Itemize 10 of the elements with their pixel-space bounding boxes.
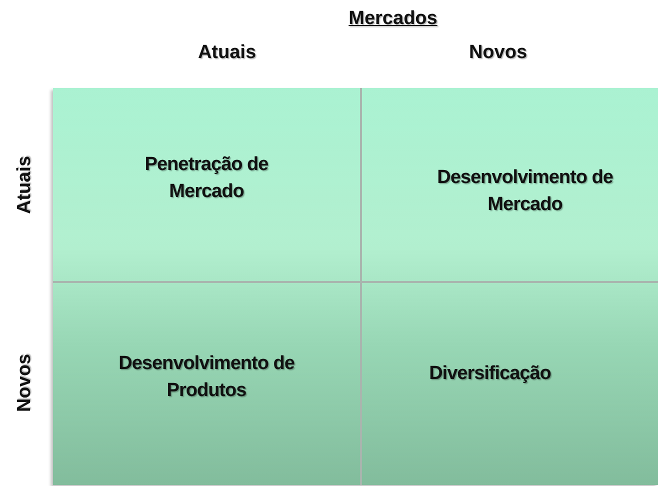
column-header: Novos [468,42,528,64]
quadrant-title: Penetração de Mercado [144,152,270,204]
column-header: Atuais [198,42,256,64]
axis-title: Mercados [348,8,438,30]
quadrant-cell [53,88,362,283]
quadrant-title: Desenvolvimento de Produtos [118,352,296,403]
quadrant-title: Desenvolvimento de Mercado [436,166,614,216]
quadrant-title: Diversificação [428,362,552,386]
row-header: Novos [14,354,36,412]
row-header: Atuais [14,156,36,214]
